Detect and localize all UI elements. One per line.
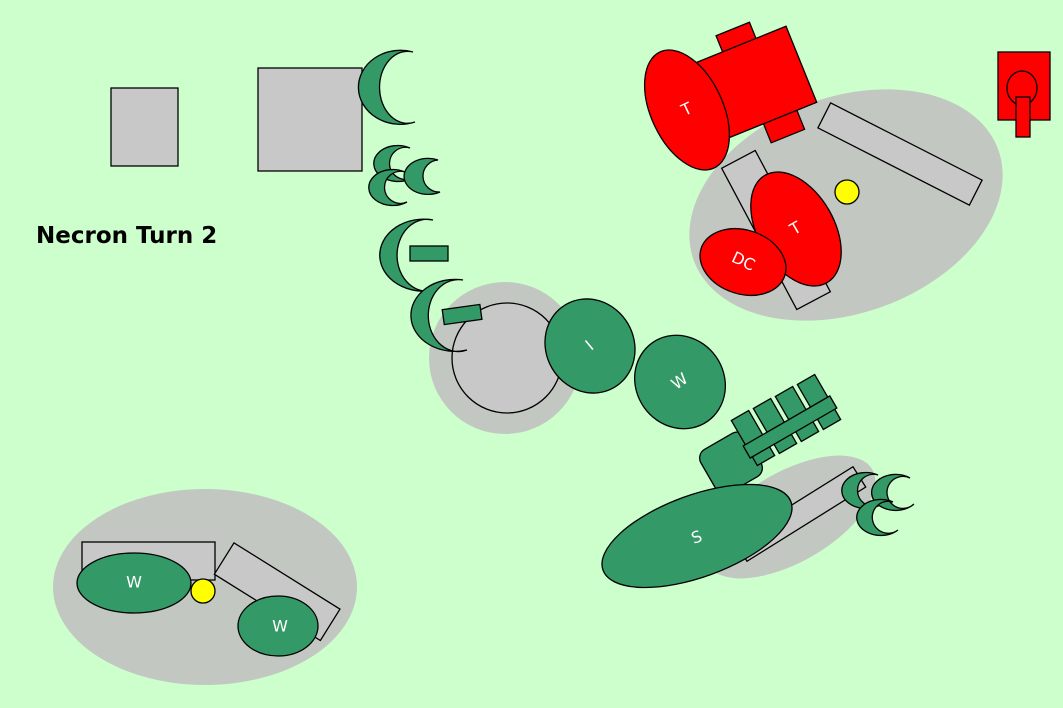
enemy-tank-corner[interactable] — [997, 51, 1051, 138]
necron-scarab-swarm-bottom[interactable] — [841, 471, 915, 537]
enemy-unit-t-top[interactable]: T — [627, 37, 746, 183]
necron-crescent-1[interactable] — [357, 49, 416, 125]
necron-unit-s[interactable]: S — [589, 463, 805, 608]
necron-unit-w-center[interactable]: W — [616, 317, 743, 446]
necron-vehicle[interactable] — [696, 373, 842, 497]
turn-title: Necron Turn 2 — [36, 223, 217, 249]
svg-text:W: W — [126, 573, 142, 592]
necron-unit-w-bottom-left[interactable]: W — [76, 552, 192, 614]
building-large — [257, 67, 363, 172]
objective-marker-top-right — [834, 179, 860, 205]
necron-destroyer-1[interactable] — [379, 218, 449, 292]
objective-marker-bottom-left — [190, 578, 216, 604]
necron-scarab-swarm-top[interactable] — [368, 144, 441, 207]
wall-top-right — [817, 102, 983, 206]
necron-destroyer-2[interactable] — [410, 278, 483, 353]
necron-unit-i[interactable]: I — [528, 282, 652, 409]
enemy-unit-dc[interactable]: DC — [691, 218, 794, 306]
necron-unit-w-bottom[interactable]: W — [237, 595, 319, 657]
svg-text:W: W — [272, 617, 288, 636]
building-small — [110, 87, 179, 167]
